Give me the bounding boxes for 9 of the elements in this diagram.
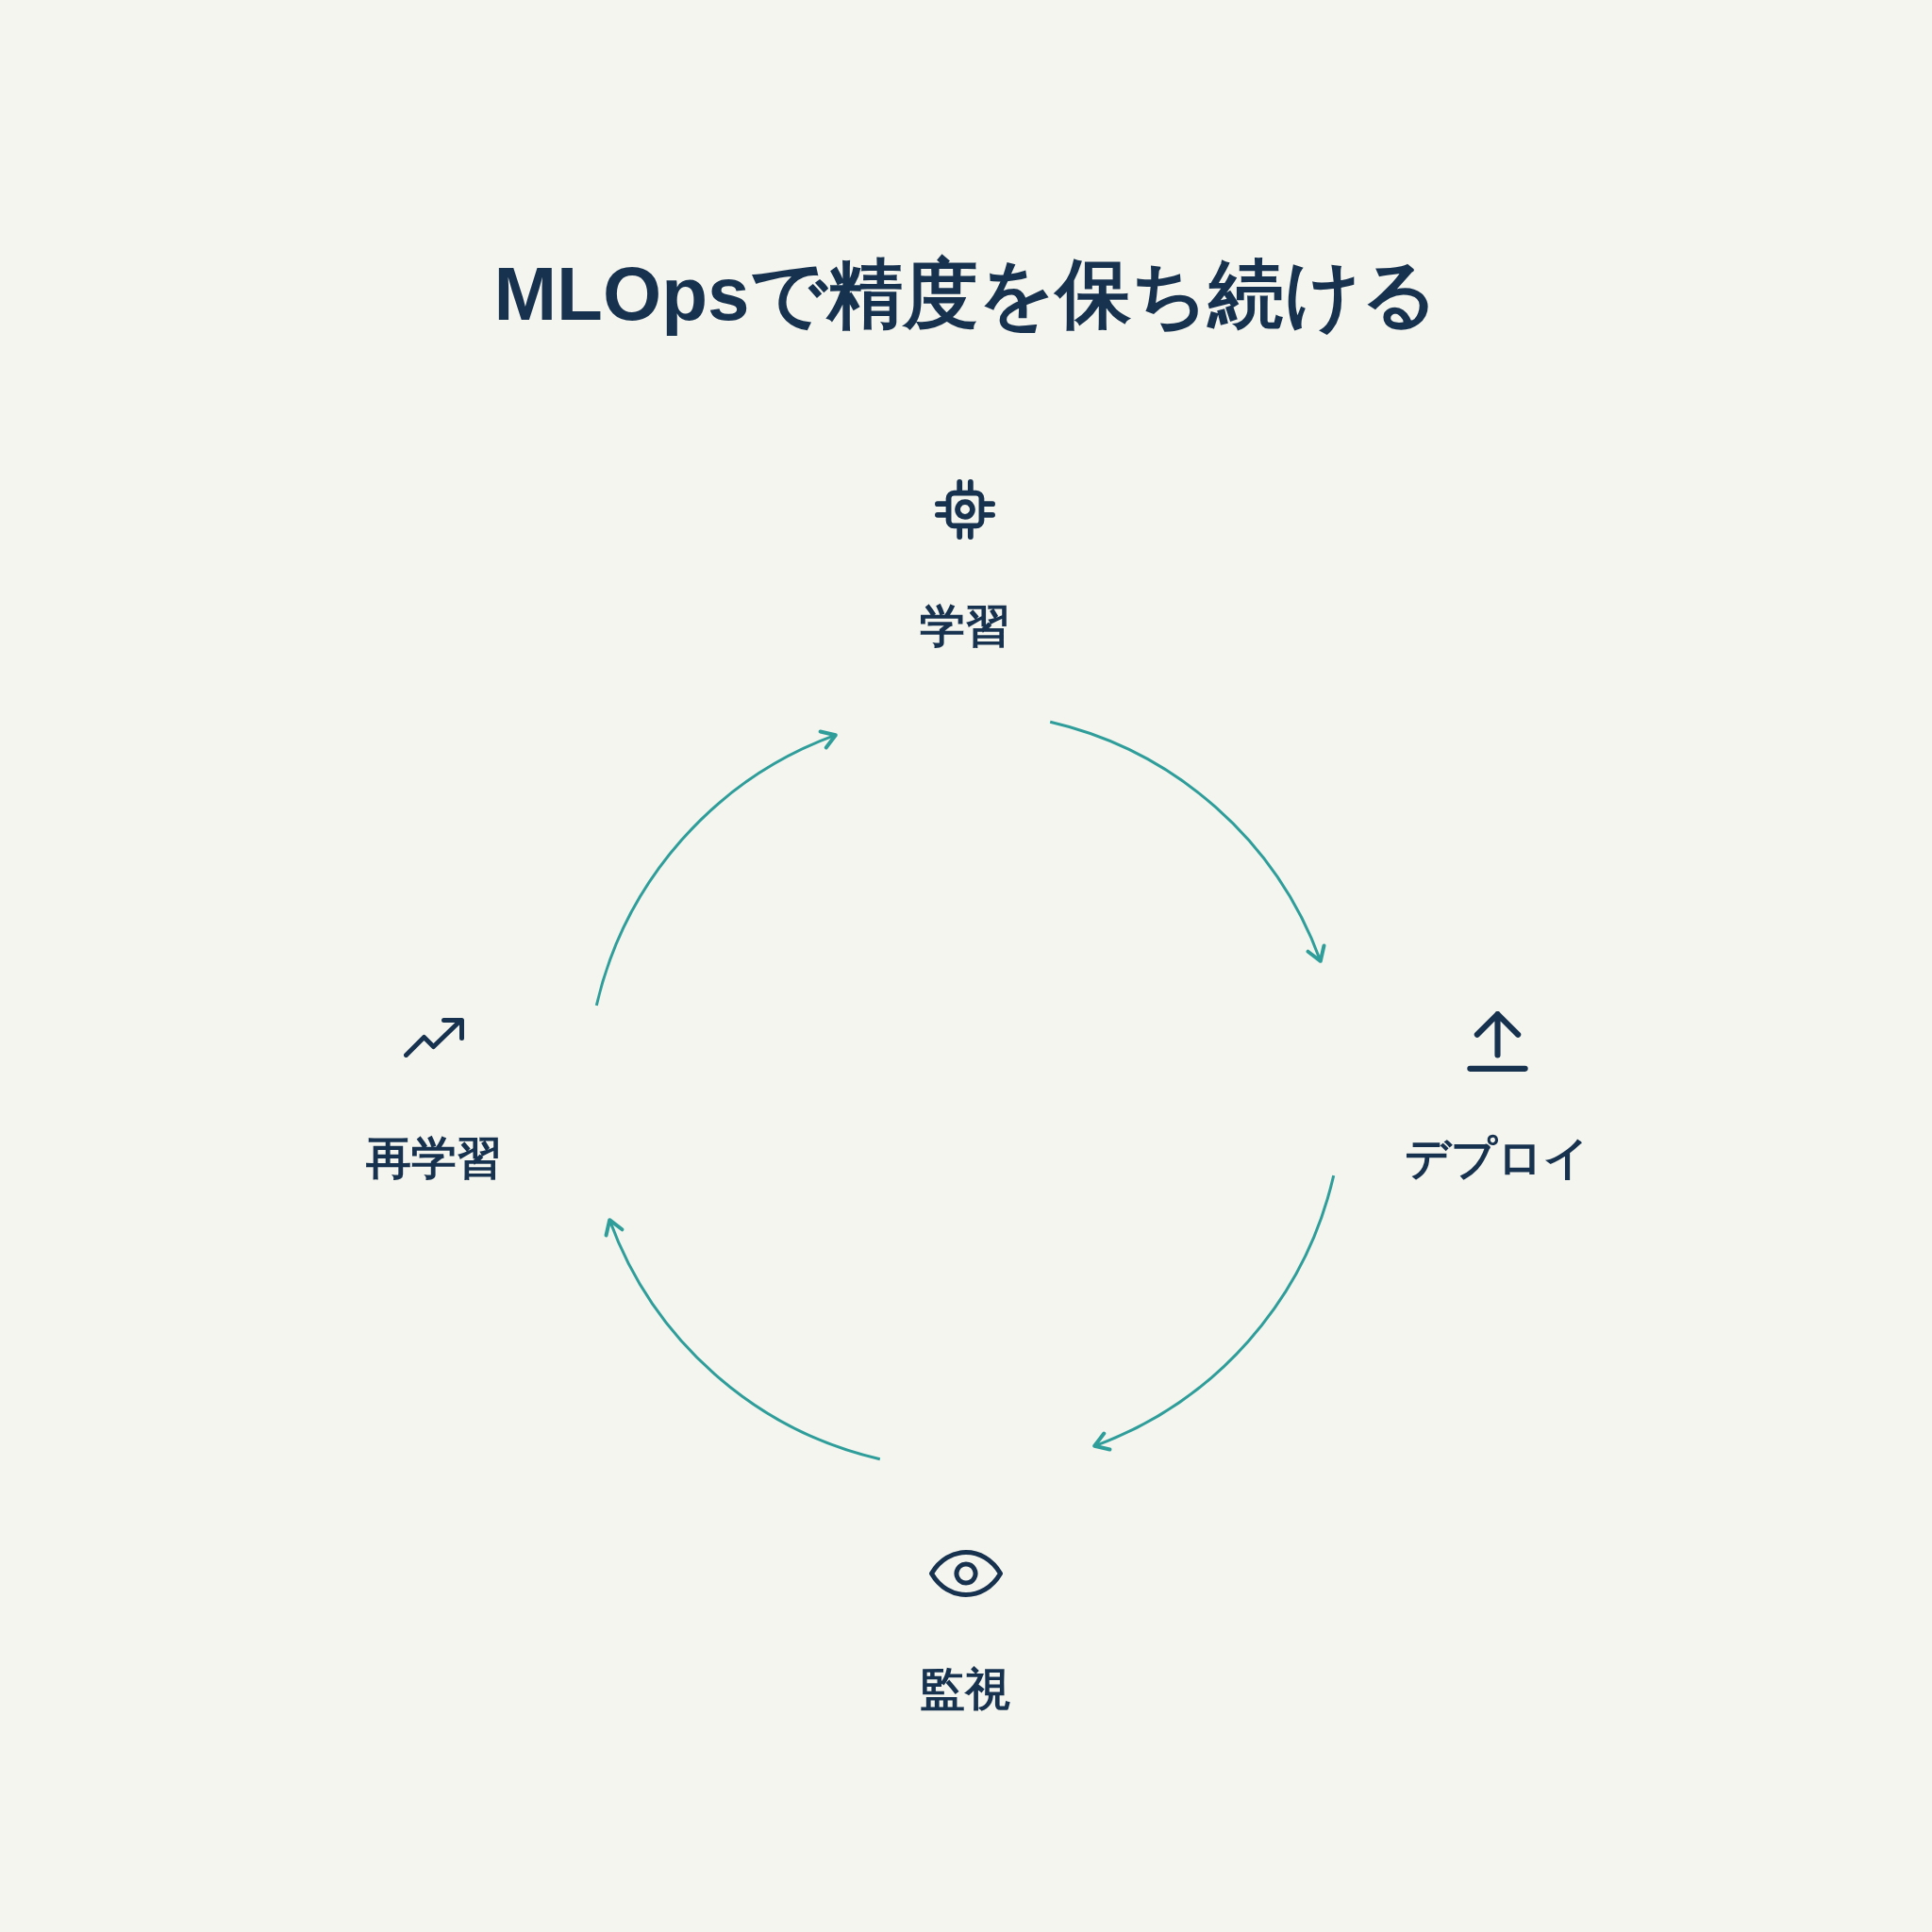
curved-arrow	[605, 1218, 881, 1461]
diagram-title: MLOpsで精度を保ち続ける	[493, 253, 1439, 336]
step-label: 学習	[920, 600, 1010, 653]
step-label: 再学習	[366, 1132, 502, 1185]
curved-arrow	[1092, 1174, 1336, 1451]
curved-arrow	[1049, 720, 1325, 963]
step-label: デプロイ	[1405, 1132, 1590, 1185]
curved-arrow	[594, 730, 838, 1007]
step-label: 監視	[920, 1663, 1010, 1716]
